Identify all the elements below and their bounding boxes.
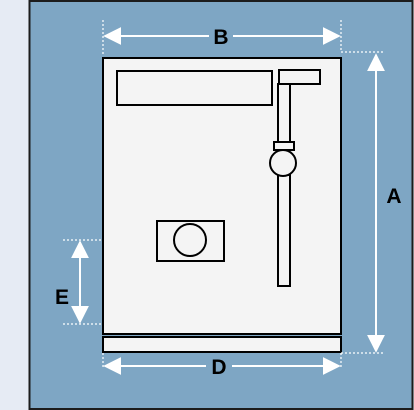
handle-top-bar bbox=[278, 69, 321, 85]
lever-handle bbox=[269, 69, 321, 287]
handle-collar bbox=[273, 141, 295, 151]
handle-knob bbox=[269, 149, 297, 177]
round-window-icon bbox=[156, 220, 225, 262]
display-panel bbox=[116, 70, 273, 106]
handle-lower-rod bbox=[277, 174, 291, 287]
dimension-label-d: D bbox=[211, 356, 226, 379]
window-circle bbox=[173, 223, 207, 257]
extension-lines bbox=[63, 20, 385, 369]
dimension-label-a: A bbox=[386, 185, 401, 208]
cabinet-base bbox=[102, 336, 342, 353]
dimension-label-e: E bbox=[55, 286, 69, 309]
dimension-label-b: B bbox=[213, 26, 228, 49]
handle-upper-rod bbox=[277, 83, 291, 143]
label-b-backdrop bbox=[209, 24, 233, 48]
label-d-backdrop bbox=[206, 355, 232, 379]
